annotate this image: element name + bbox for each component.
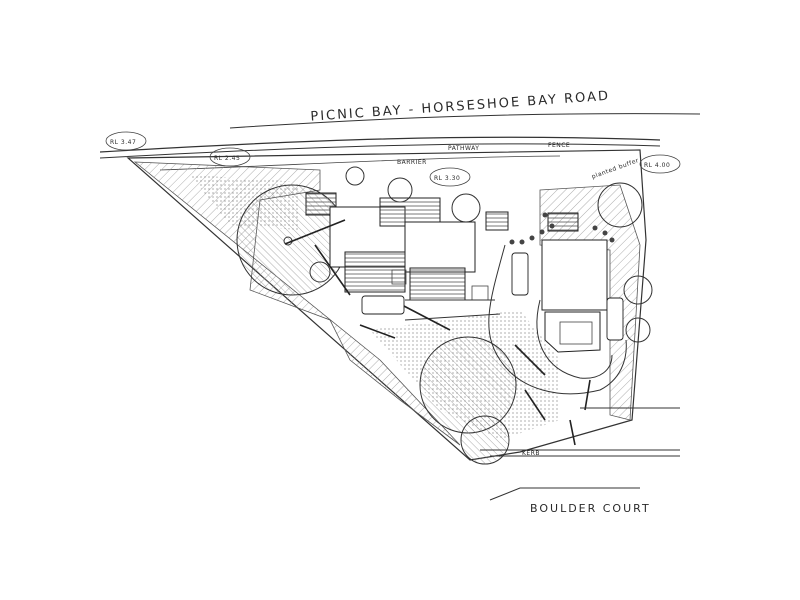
svg-text:RL 3.47: RL 3.47 [110, 139, 136, 146]
pathway-label: PATHWAY [448, 145, 479, 152]
cars [361, 252, 624, 341]
road-label-picnic-bay: PICNIC BAY - HORSESHOE BAY ROAD [310, 89, 610, 125]
bottom-road-lines [480, 407, 680, 501]
buildings [305, 192, 608, 353]
level-callout-1: RL 3.47 [105, 131, 147, 151]
driveways [404, 244, 627, 395]
svg-text:RL 2.45: RL 2.45 [214, 155, 240, 162]
road-label-boulder-court: BOULDER COURT [530, 502, 651, 515]
kerb-label: KERB [522, 450, 540, 457]
svg-text:RL 4.00: RL 4.00 [644, 162, 670, 169]
fence-label: FENCE [548, 142, 570, 149]
level-callout-2: RL 2.45 [209, 147, 251, 167]
hedge-beads [509, 212, 615, 245]
svg-text:RL 3.30: RL 3.30 [434, 175, 460, 182]
level-callout-3: RL 3.30 [429, 167, 471, 187]
barrier-label: BARRIER [397, 159, 427, 166]
level-callout-4: RL 4.00 [639, 154, 681, 174]
site-boundary [126, 149, 647, 461]
shade-lines [284, 219, 591, 446]
planted-buffer-label: planted buffer [591, 157, 640, 181]
